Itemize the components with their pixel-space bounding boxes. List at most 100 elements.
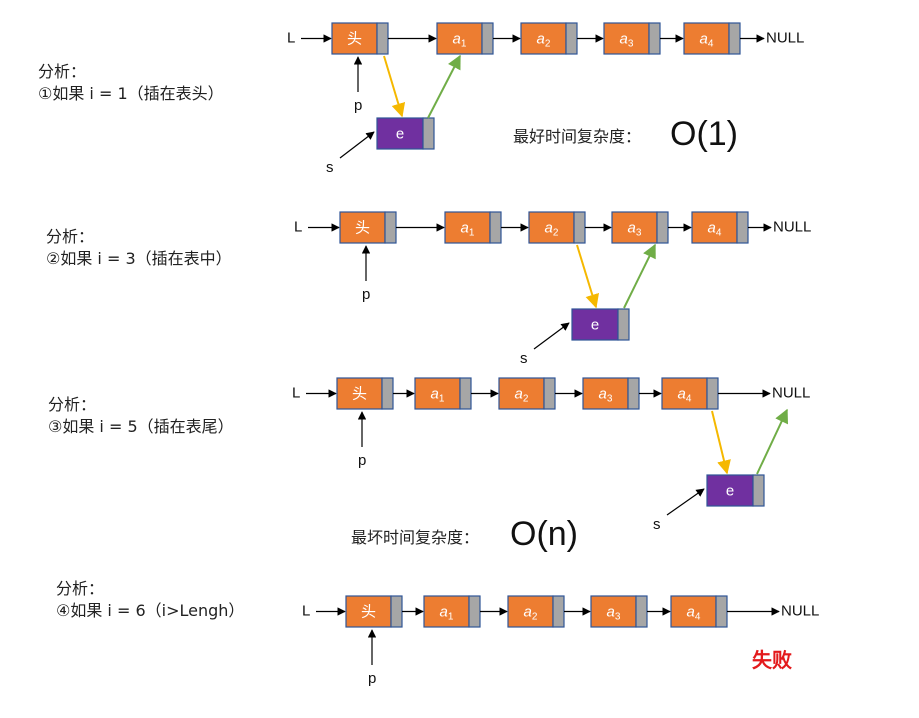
case-4-node-a3-label: a3 [607,603,621,622]
case-4-node-a4-data-field [670,595,717,628]
case-2-node-a3-pointer-field [656,211,669,244]
case-3-node-a4 [661,377,719,410]
case-3-node-a3-pointer-field [627,377,640,410]
case-2-null-label: NULL [773,218,811,235]
case-1-new-node-e-pointer-field [422,117,435,150]
case-2-node-a3-data-field [611,211,658,244]
worst-complexity-value: O(n) [510,515,578,553]
case-3-new-node-e-pointer-field [752,474,765,507]
case-1-null-label: NULL [766,29,804,46]
case-2-list-head-label: L [294,218,302,235]
case-2-node-a2-pointer-field [573,211,586,244]
case-2-node-a3-label: a3 [628,219,642,238]
case-1-s-arrow [339,131,375,159]
case-1-node-a3-label: a3 [620,30,634,49]
case-3-new-node-e [706,474,765,507]
case-2-node-a2-data-field [528,211,575,244]
case-3-node-a2-label: a2 [515,385,529,404]
case-4-condition: ④如果 i = 6（i>Lengh） [56,601,245,620]
case-1-head-node-pointer-field [376,22,389,55]
case-1-head-node-label: 头 [347,30,362,47]
case-3-green-arrow [756,408,788,475]
case-1-new-node-e [376,117,435,150]
case-3-node-a3 [582,377,640,410]
case-2-head-node [339,211,397,244]
case-4-title: 分析： [56,579,105,598]
case-4-node-a4-label: a4 [687,603,701,622]
case-3-list-head-label: L [292,384,300,401]
case-3-title: 分析： [48,395,97,414]
case-3-node-a4-data-field [661,377,708,410]
worst-complexity-label: 最坏时间复杂度： [351,528,480,547]
case-1-node-a3-pointer-field [648,22,661,55]
case-4-list-head-label: L [302,602,310,619]
case-1-title: 分析： [38,62,87,81]
case-3-node-a2-pointer-field [543,377,556,410]
case-4-head-node [345,595,403,628]
case-4-node-a2-label: a2 [524,603,538,622]
best-complexity-label: 最好时间复杂度： [513,127,642,146]
case-1-list-head-label: L [287,29,295,46]
case-3-node-a1-label: a1 [431,385,445,404]
case-3-node-a4-pointer-field [706,377,719,410]
case-1-new-node-e-label: e [396,125,404,142]
case-4-node-a2-data-field [507,595,554,628]
case-2-p-label: p [362,286,370,303]
case-1-head-node-data-field [331,22,378,55]
case-1-node-a2-pointer-field [565,22,578,55]
case-1-node-a1-pointer-field [481,22,494,55]
case-2-head-node-label: 头 [355,219,370,236]
case-1-s-label: s [326,159,334,176]
case-2-s-arrow [533,322,570,350]
best-complexity-value: O(1) [670,115,738,153]
case-1-node-a1 [436,22,494,55]
case-3-head-node-data-field [336,377,383,410]
case-3-s-arrow [666,488,705,516]
case-3-new-node-e-data-field [706,474,754,507]
case-2-node-a4 [691,211,749,244]
case-4-node-a1-label: a1 [440,603,454,622]
case-3-condition: ③如果 i = 5（插在表尾） [48,417,234,436]
case-2-node-a4-label: a4 [708,219,722,238]
case-4-head-node-pointer-field [390,595,403,628]
case-2-node-a1-pointer-field [489,211,502,244]
case-1-head-node [331,22,389,55]
case-1-yellow-arrow [383,55,406,118]
case-2-new-node-e-pointer-field [617,308,630,341]
case-1-p-label: p [354,97,362,114]
case-2-node-a4-pointer-field [736,211,749,244]
case-2-node-a1-label: a1 [461,219,475,238]
case-1-node-a4-pointer-field [728,22,741,55]
case-2-node-a2 [528,211,586,244]
case-4-node-a1 [423,595,481,628]
case-2-new-node-e [571,308,630,341]
case-4-p-label: p [368,670,376,687]
case-1-node-a3 [603,22,661,55]
case-3-yellow-arrow [711,410,731,475]
case-4-node-a3-pointer-field [635,595,648,628]
case-3-node-a1-pointer-field [459,377,472,410]
case-3-s-label: s [653,516,661,533]
case-2-node-a2-label: a2 [545,219,559,238]
case-2-node-a4-data-field [691,211,738,244]
case-1-node-a1-label: a1 [453,30,467,49]
case-3-node-a3-label: a3 [599,385,613,404]
case-1-green-arrow [427,54,461,119]
case-4-null-label: NULL [781,602,819,619]
case-1-node-a3-data-field [603,22,650,55]
case-4-node-a2 [507,595,565,628]
case-2-node-a1 [444,211,502,244]
case-3-new-node-e-label: e [726,482,734,499]
case-1-node-a2-label: a2 [537,30,551,49]
case-3-node-a2 [498,377,556,410]
case-2-yellow-arrow [576,244,600,309]
case-3-node-a1-data-field [414,377,461,410]
case-1-node-a4 [683,22,741,55]
case-3-node-a3-data-field [582,377,629,410]
case-4-node-a1-pointer-field [468,595,481,628]
case-4-node-a3-data-field [590,595,637,628]
case-3-p-label: p [358,452,366,469]
case-1-node-a2-data-field [520,22,567,55]
case-3-node-a2-data-field [498,377,545,410]
case-2-condition: ②如果 i = 3（插在表中） [46,249,232,268]
